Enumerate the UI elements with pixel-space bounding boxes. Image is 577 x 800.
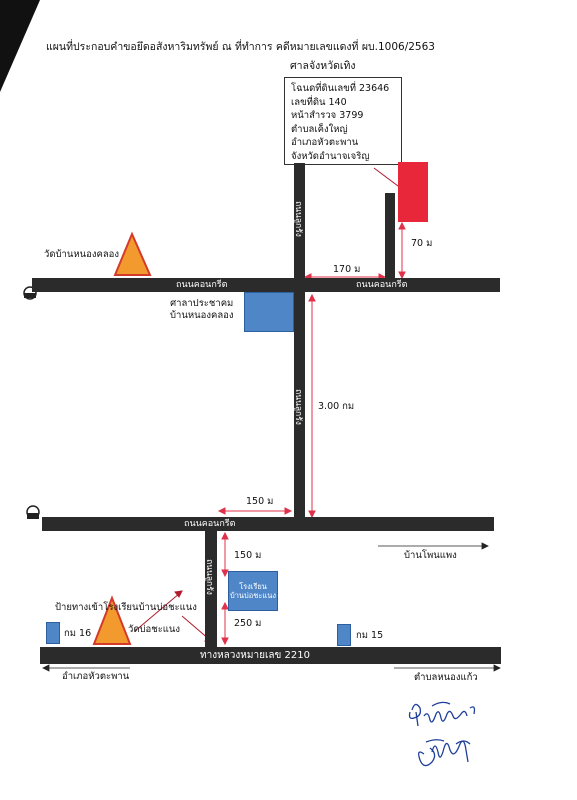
- temple-bottom-icon: [92, 595, 132, 645]
- label-soil-middle: ถนนลูกรัง: [293, 389, 303, 425]
- distance-300: 3.00 กม: [318, 401, 355, 412]
- deed-info-box: โฉนดที่ดินเลขที่ 23646 เลขที่ดิน 140 หน้…: [284, 77, 402, 165]
- hole-punch-bottom-icon: [26, 505, 40, 519]
- map-title: แผนที่ประกอบคำขอยึดอสังหาริมทรัพย์ ณ ที่…: [46, 41, 435, 53]
- temple-top-label: วัดบ้านหนองคลอง: [44, 249, 119, 260]
- signature-1-icon: [408, 701, 476, 727]
- label-concrete-lower: ถนนคอนกรีต: [184, 519, 236, 529]
- court-name: ศาลจังหวัดเทิง: [290, 60, 356, 72]
- signature-2-icon: [418, 739, 471, 767]
- school-sign-label: ป้ายทางเข้าโรงเรียนบ้านบ่อชะแนง: [55, 602, 197, 613]
- temple-top-icon: [113, 231, 152, 276]
- direction-amphoe-hua-taphan: อำเภอหัวตะพาน: [62, 671, 130, 682]
- distance-170: 170 ม: [333, 264, 361, 275]
- road-soil-lower-vertical: [205, 531, 217, 649]
- distance-250: 250 ม: [234, 618, 262, 629]
- road-plot-access: [385, 193, 395, 280]
- distance-150a: 150 ม: [246, 496, 274, 507]
- km15-marker: [337, 624, 351, 646]
- school-label: โรงเรียน บ้านบ่อชะแนง: [229, 582, 277, 600]
- road-concrete-lower: [42, 517, 494, 531]
- km15-label: กม 15: [356, 630, 384, 641]
- label-concrete-upper-right: ถนนคอนกรีต: [356, 280, 408, 290]
- direction-tambon-nong-kaeo: ตำบลหนองแก้ว: [414, 672, 478, 683]
- road-highway-2210: [40, 647, 501, 664]
- deed-line-4: ตำบลเค็งใหญ่: [291, 123, 348, 135]
- school-building: โรงเรียน บ้านบ่อชะแนง: [228, 571, 278, 611]
- deed-line-3: หน้าสำรวจ 3799: [291, 110, 364, 121]
- distance-70: 70 ม: [411, 238, 433, 249]
- label-highway-2210: ทางหลวงหมายเลข 2210: [200, 650, 310, 661]
- deed-line-5: อำเภอหัวตะพาน: [291, 137, 359, 148]
- km16-marker: [46, 622, 60, 644]
- temple-bottom-label: วัดบ่อชะแนง: [128, 624, 181, 635]
- land-plot: [398, 162, 428, 222]
- deed-line-6: จังหวัดอำนาจเจริญ: [291, 150, 370, 162]
- label-soil-top: ถนนลูกรัง: [293, 201, 303, 237]
- deed-line-1: โฉนดที่ดินเลขที่ 23646: [291, 83, 390, 94]
- distance-150b: 150 ม: [234, 550, 262, 561]
- sala-building: [244, 292, 294, 332]
- temple-bottom-pointer-arrow: [134, 592, 181, 632]
- label-soil-bottom: ถนนลูกรัง: [204, 559, 214, 595]
- hole-punch-top-icon: [23, 286, 37, 300]
- direction-ban-phon-phaeng: บ้านโพนแพง: [404, 550, 457, 561]
- deed-line-2: เลขที่ดิน 140: [291, 96, 347, 108]
- road-soil-main-vertical: [294, 163, 305, 521]
- scan-shadow-corner: [0, 0, 40, 92]
- road-concrete-upper: [32, 278, 500, 292]
- sala-label: ศาลาประชาคม บ้านหนองคลอง: [170, 298, 234, 321]
- label-concrete-upper: ถนนคอนกรีต: [176, 280, 228, 290]
- km16-label: กม 16: [64, 628, 92, 639]
